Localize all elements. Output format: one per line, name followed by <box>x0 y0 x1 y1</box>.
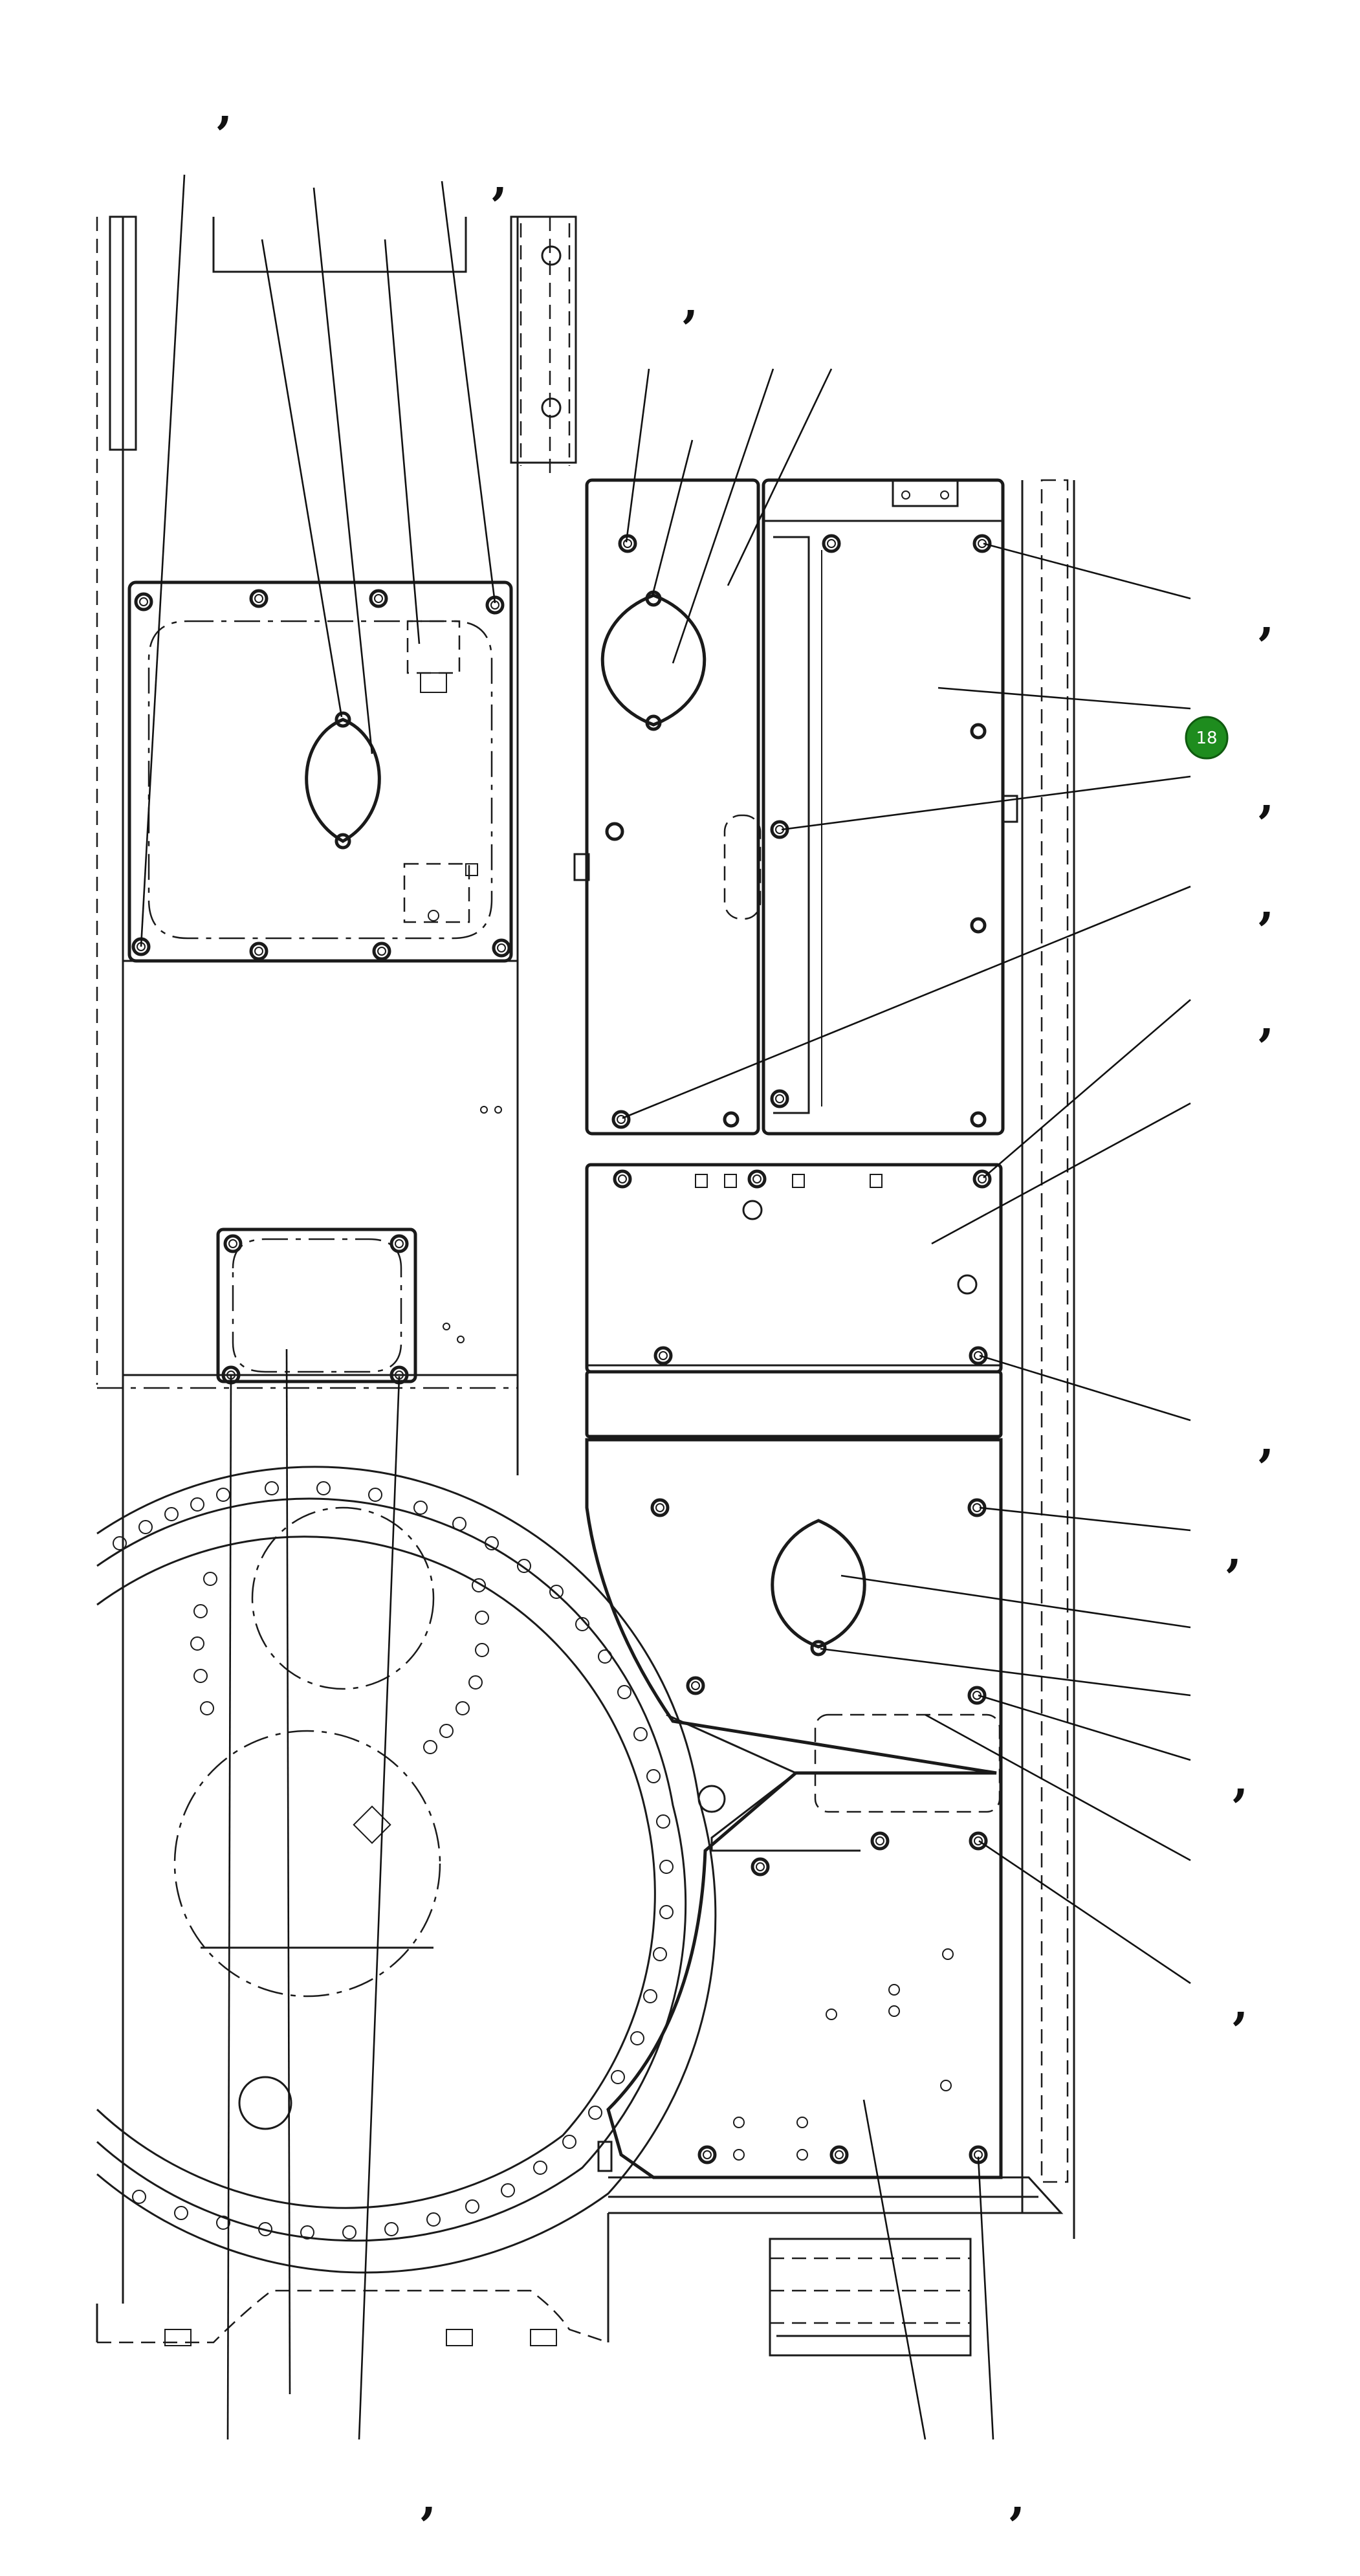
callout-mark: , <box>492 151 507 205</box>
callout-mark: , <box>421 2471 436 2525</box>
callout-mark: , <box>1233 1976 1248 2030</box>
callout-badge-circle[interactable] <box>1185 716 1229 760</box>
callout-mark: , <box>1258 769 1274 823</box>
slewing-ring <box>96 1466 717 2346</box>
left-frame <box>96 215 577 2304</box>
upper-right-covers <box>573 478 1075 2239</box>
ring-bolt-holes <box>113 1481 674 2240</box>
middle-right-box <box>585 1163 1003 1438</box>
callout-badge-label: 18 <box>1196 729 1217 748</box>
callout-mark: , <box>1233 1753 1248 1807</box>
callout-mark: , <box>683 274 698 328</box>
lower-right-plate <box>585 1438 1003 2179</box>
callout-mark: , <box>1258 876 1274 930</box>
bottom-right-base <box>608 2176 1064 2357</box>
callout-mark: , <box>1258 1413 1274 1467</box>
hex-nuts <box>733 1948 954 2161</box>
upper-left-cover-plate <box>127 580 513 963</box>
callout-mark: , <box>1009 2471 1025 2525</box>
bolt-row <box>131 589 511 961</box>
leader-lines <box>140 174 1191 2440</box>
callout-badge-18[interactable]: 18 <box>1185 716 1229 760</box>
callout-mark: , <box>1258 993 1274 1046</box>
callout-mark: , <box>217 80 232 134</box>
callout-marks: , , , , , , , , , , , , , <box>217 80 1274 2525</box>
callout-mark: , <box>1258 591 1274 645</box>
callout-mark: , <box>1226 1523 1242 1577</box>
small-square-plate <box>216 1106 502 1385</box>
